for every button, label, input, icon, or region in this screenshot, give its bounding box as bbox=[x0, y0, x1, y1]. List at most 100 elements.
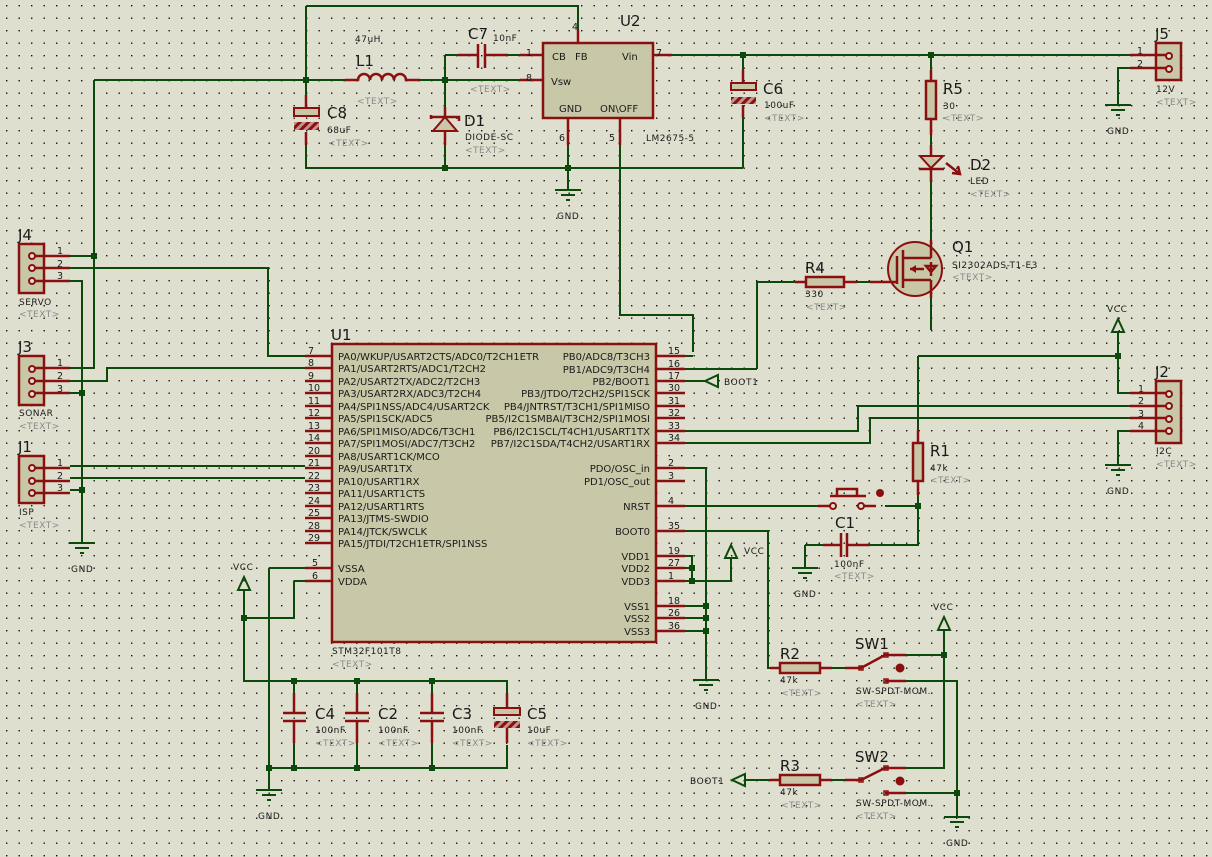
u1-pin-name: PA12/USART1RTS bbox=[338, 502, 424, 513]
r1-resistor[interactable]: R1 47k <TEXT> bbox=[911, 430, 971, 495]
reset-pushbutton[interactable] bbox=[818, 487, 884, 510]
r5-ref: R5 bbox=[943, 80, 963, 98]
c4-capacitor[interactable]: C4 100nF. <TEXT> bbox=[283, 693, 356, 749]
c1-capacitor[interactable]: C1 100nF <TEXT> bbox=[823, 514, 875, 582]
u1-pin-name: PDO/OSC_in bbox=[590, 464, 650, 475]
u1-pin-name: PA14/JTCK/SWCLK bbox=[338, 527, 427, 538]
q1-ref: Q1 bbox=[952, 238, 973, 256]
sw2-ref: SW2 bbox=[855, 748, 889, 766]
r4-resistor[interactable]: R4 330 <TEXT> bbox=[795, 259, 857, 313]
gnd-label: GND bbox=[946, 839, 968, 849]
j4-ref: J4 bbox=[17, 226, 32, 244]
u1-pin-number: 16 bbox=[668, 359, 680, 370]
u1-pin-number: 17 bbox=[668, 371, 680, 382]
d1-diode[interactable]: D1 DIODE-SC <TEXT> bbox=[429, 107, 514, 156]
r2-resistor[interactable]: R2 47k <TEXT> bbox=[770, 645, 832, 699]
u1-pin-number: 30 bbox=[668, 383, 680, 394]
c7-value: 10nF bbox=[493, 34, 517, 44]
junctions bbox=[79, 52, 1121, 796]
c7-ref: C7 bbox=[468, 25, 488, 43]
u1-pin-name: PB5/I2C1SMBAI/T3CH2/SPI1MOSI bbox=[486, 414, 650, 425]
sw1-switch[interactable]: SW1 SW-SPDT-MOM. <TEXT> bbox=[845, 635, 931, 710]
q1-mosfet[interactable]: Q1 SI2302ADS-T1-E3 <TEXT> bbox=[870, 238, 1038, 298]
c1-value: 100nF bbox=[834, 560, 865, 570]
c6-value: 100uF bbox=[764, 101, 795, 111]
q1-text: <TEXT> bbox=[952, 273, 993, 283]
j2-connector[interactable]: J2 1 2 3 4 I2C <TEXT> bbox=[1130, 363, 1197, 470]
j2-value: I2C bbox=[1156, 447, 1172, 457]
u1-pin-number: 34 bbox=[668, 433, 680, 444]
u1-pin-number: 6 bbox=[312, 571, 318, 582]
c3-capacitor[interactable]: C3 100nF. <TEXT> bbox=[420, 693, 493, 749]
u1-pin-number: 19 bbox=[668, 546, 680, 557]
u2-pin-gnd: GND bbox=[559, 104, 582, 115]
vcc-arrow bbox=[236, 574, 252, 591]
c4-text: <TEXT> bbox=[315, 739, 356, 749]
j1-connector[interactable]: J1 1 2 3 ISP <TEXT> bbox=[17, 438, 70, 531]
j3-connector[interactable]: J3 1 2 3 SONAR <TEXT> bbox=[17, 338, 70, 432]
j1-pin-1: 1 bbox=[57, 458, 63, 469]
sw1-value: SW-SPDT-MOM. bbox=[856, 687, 931, 697]
gnd-label: GND bbox=[1107, 127, 1129, 137]
d2-value: LED bbox=[970, 177, 989, 187]
u2-pinnum-8: 8 bbox=[526, 73, 532, 84]
r1-text: <TEXT> bbox=[930, 476, 971, 486]
u1-pin-name: PB1/ADC9/T3CH4 bbox=[563, 365, 650, 376]
l1-inductor[interactable]: 47uH L1 <TEXT> bbox=[345, 35, 420, 107]
gnd-bars bbox=[1105, 104, 1131, 116]
j5-pin-2: 2 bbox=[1137, 59, 1143, 70]
r3-resistor[interactable]: R3 47k <TEXT> bbox=[770, 757, 832, 811]
u1-pin-number: 8 bbox=[308, 358, 314, 369]
u1-pin-number: 13 bbox=[308, 421, 320, 432]
u2-value: LM2675-5 bbox=[646, 134, 695, 144]
j5-connector[interactable]: J5 1 2 12V <TEXT> bbox=[1130, 25, 1197, 108]
u1-pin-name: VSS1 bbox=[624, 602, 650, 613]
gnd-icon: GND bbox=[256, 789, 282, 822]
r2-ref: R2 bbox=[780, 645, 800, 663]
c6-capacitor[interactable]: C6 100uF <TEXT> bbox=[730, 70, 805, 124]
u1-pin-name: PB3/JTDO/T2CH2/SPI1SCK bbox=[521, 389, 650, 400]
u1-pin-number: 36 bbox=[668, 621, 680, 632]
j4-text: <TEXT> bbox=[19, 310, 60, 320]
c2-value: 100nF. bbox=[378, 726, 410, 736]
j4-connector[interactable]: J4 1 2 3 SERVO <TEXT> bbox=[17, 226, 70, 320]
gnd-icon: GND bbox=[1105, 104, 1131, 137]
u1-mcu[interactable]: U1 7PA0/WKUP/USART2CTS/ADC0/T2CH1ETR8PA1… bbox=[305, 326, 685, 670]
vcc-arrow bbox=[723, 542, 739, 559]
c7-capacitor[interactable]: C7 10nF <TEXT> bbox=[458, 25, 517, 95]
sw2-switch[interactable]: SW2 SW-SPDT-MOM. <TEXT> bbox=[845, 748, 931, 822]
c5-text: <TEXT> bbox=[527, 739, 568, 749]
boot1-net-label-bottom[interactable]: BOOT1 bbox=[690, 772, 746, 788]
r5-resistor[interactable]: R5 30 <TEXT> bbox=[924, 70, 984, 135]
u2-regulator[interactable]: U2 CB FB Vin Vsw GND ON\OFF 4 1 8 7 6 5 … bbox=[520, 12, 695, 145]
u1-text: <TEXT> bbox=[332, 660, 373, 670]
u1-pin-name: PB0/ADC8/T3CH3 bbox=[563, 352, 650, 363]
u1-pin-number: 14 bbox=[308, 433, 320, 444]
u2-pinnum-7: 7 bbox=[656, 48, 662, 59]
gnd-bars bbox=[69, 542, 95, 554]
u1-pin-number: 11 bbox=[308, 396, 320, 407]
r2-value: 47k bbox=[780, 676, 798, 686]
u2-pinnum-4: 4 bbox=[572, 22, 578, 33]
c5-capacitor[interactable]: C5 10uF <TEXT> bbox=[493, 693, 568, 749]
j2-pin-4: 4 bbox=[1138, 421, 1144, 432]
d1-value: DIODE-SC bbox=[465, 133, 514, 143]
u2-pinnum-1: 1 bbox=[526, 48, 532, 59]
l1-ref: L1 bbox=[356, 52, 374, 70]
c8-capacitor[interactable]: C8 68uF <TEXT> bbox=[293, 95, 369, 149]
gnd-label: GND bbox=[695, 702, 717, 712]
d1-text: <TEXT> bbox=[465, 146, 506, 156]
vcc-icon: VCC bbox=[233, 563, 253, 591]
j3-value: SONAR bbox=[19, 409, 53, 419]
u1-pin-number: 29 bbox=[308, 533, 320, 544]
u1-pin-number: 10 bbox=[308, 383, 320, 394]
gnd-bars bbox=[1105, 464, 1131, 476]
u1-pin-number: 31 bbox=[668, 396, 680, 407]
d2-led[interactable]: D2 LED <TEXT> bbox=[917, 145, 1011, 200]
sw2-value: SW-SPDT-MOM. bbox=[856, 799, 931, 809]
c2-capacitor[interactable]: C2 100nF. <TEXT> bbox=[345, 693, 419, 749]
j5-text: <TEXT> bbox=[1156, 98, 1197, 108]
boot1-net-label-top[interactable]: BOOT1 bbox=[702, 373, 758, 389]
u1-pin-name: PA9/USART1TX bbox=[338, 464, 412, 475]
j4-pin-2: 2 bbox=[57, 259, 63, 270]
